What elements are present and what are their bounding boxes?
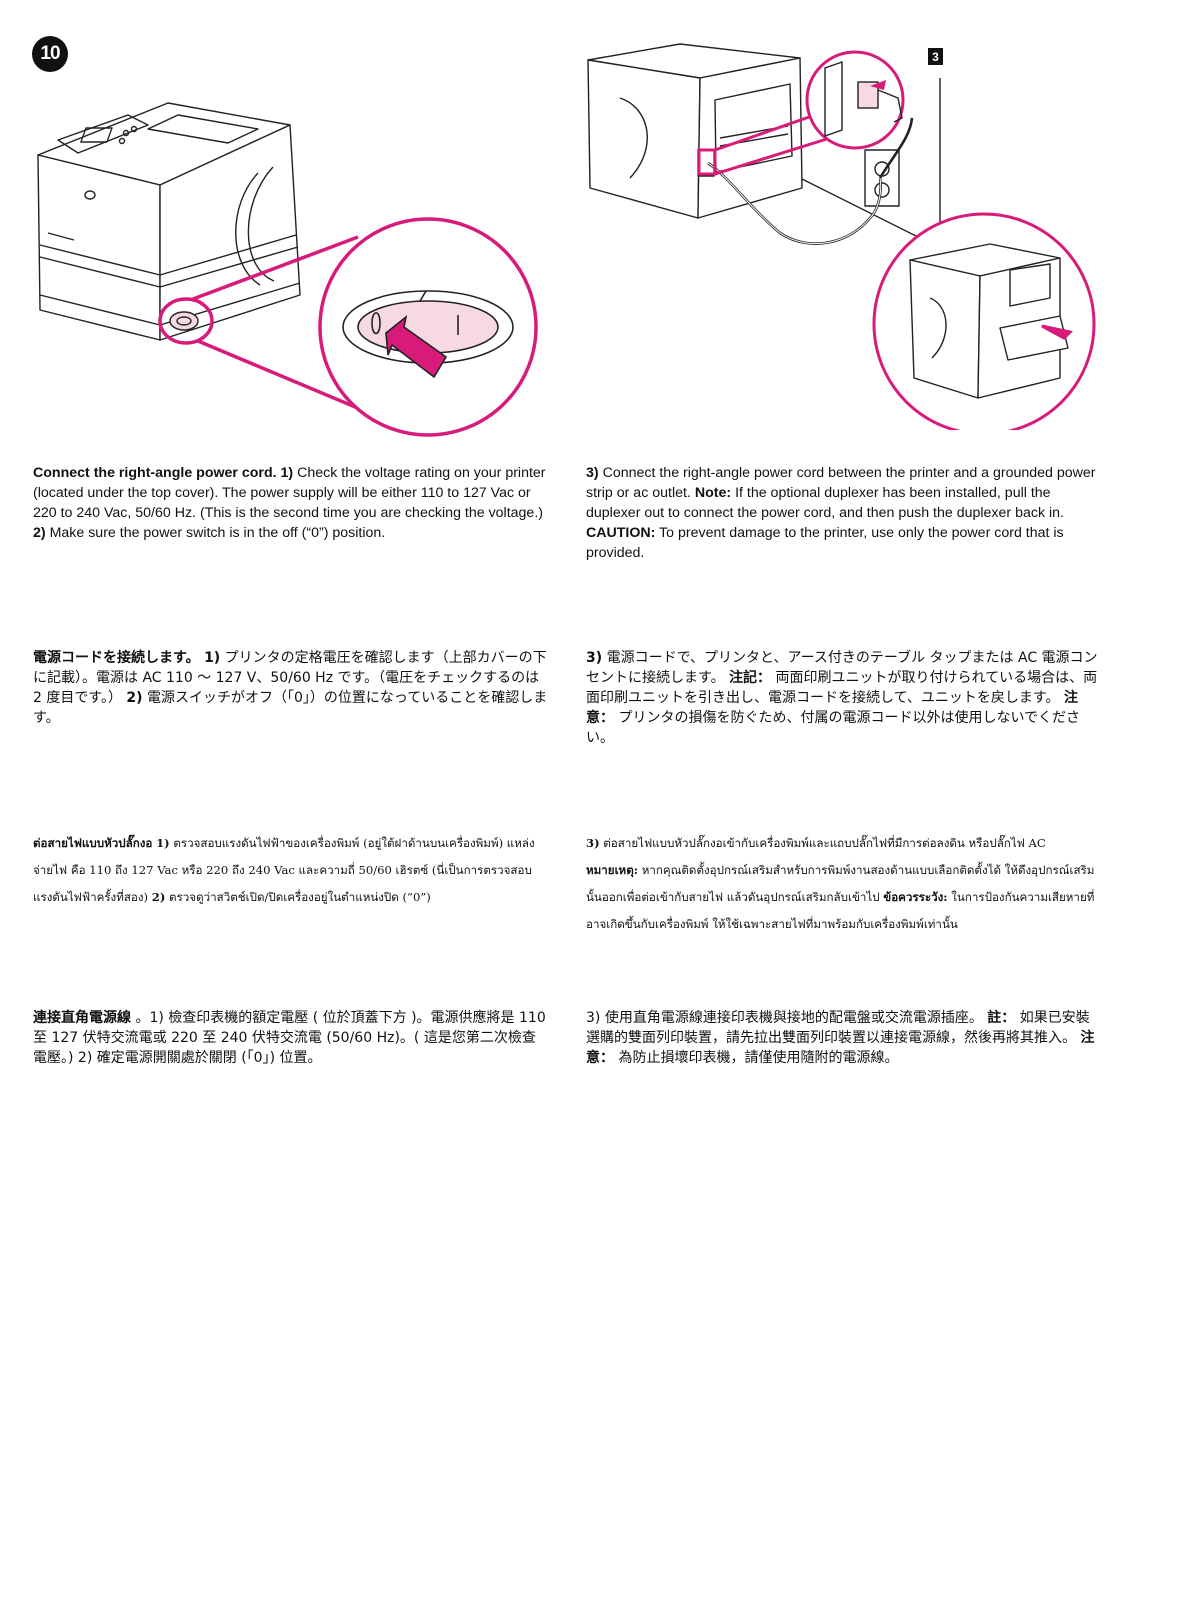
japanese-note-label: 注記：: [729, 670, 772, 686]
english-caution-label: CAUTION:: [586, 525, 656, 541]
english-right-paragraph: 3) Connect the right-angle power cord be…: [586, 465, 1096, 561]
sub-step-badge: 3: [928, 48, 943, 65]
japanese-right-paragraph: 3) 電源コードで、プリンタと、アース付きのテーブル タップまたは AC 電源コ…: [586, 650, 1098, 746]
step-number-badge: 10: [32, 36, 68, 72]
chinese-left-title: 連接直角電源線: [33, 1010, 131, 1026]
thai-right-paragraph: 3) ต่อสายไฟแบบหัวปลั๊กงอเข้ากับเครื่องพิ…: [586, 836, 1095, 931]
english-note-label: Note:: [694, 485, 732, 501]
chinese-caution-label: 注意：: [586, 1030, 1095, 1066]
printer-power-cord-illustration: [587, 43, 1096, 430]
thai-caution-label: ข้อควรระวัง:: [883, 890, 948, 904]
thai-note-label: หมายเหตุ:: [586, 863, 639, 877]
chinese-note-label: 註：: [987, 1010, 1016, 1026]
japanese-left-title: 電源コードを接続します。: [33, 650, 200, 666]
printer-power-switch-illustration: [37, 102, 538, 437]
english-left-paragraph: Connect the right-angle power cord. 1) C…: [33, 465, 546, 541]
japanese-caution-label: 注意：: [586, 690, 1078, 726]
chinese-left-paragraph: 連接直角電源線 。1) 檢查印表機的額定電壓 ( 位於頂蓋下方 )。電源供應將是…: [33, 1010, 546, 1066]
english-left-title: Connect the right-angle power cord.: [33, 465, 277, 481]
japanese-left-paragraph: 電源コードを接続します。 1) プリンタの定格電圧を確認します（上部カバーの下に…: [33, 650, 548, 726]
chinese-right-paragraph: 3) 使用直角電源線連接印表機與接地的配電盤或交流電源插座。 註： 如果已安裝選…: [586, 1010, 1095, 1066]
thai-left-paragraph: ต่อสายไฟแบบหัวปลั๊กงอ 1) ตรวจสอบแรงดันไฟ…: [33, 836, 535, 904]
thai-left-title: ต่อสายไฟแบบหัวปลั๊กงอ: [33, 836, 153, 850]
